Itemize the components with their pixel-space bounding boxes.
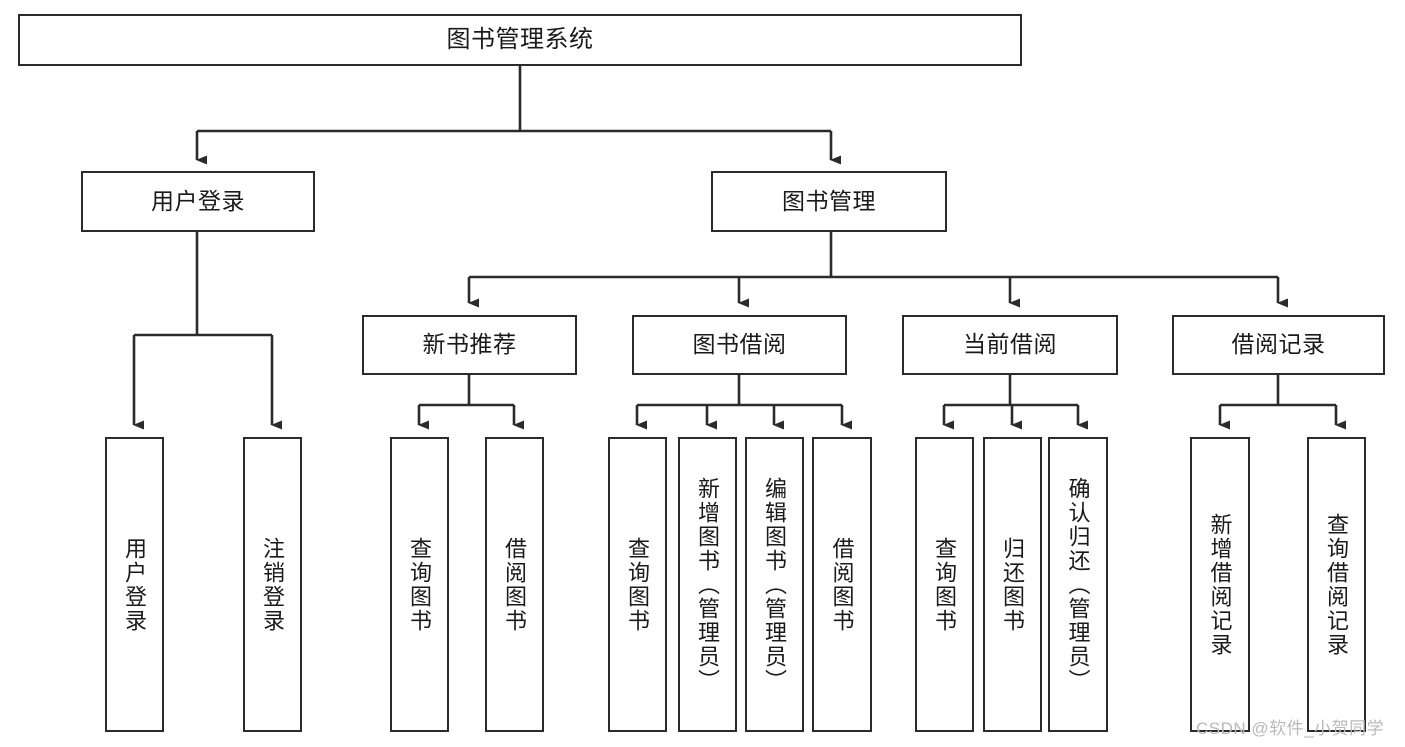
node-label: 新书推荐 [422,331,517,358]
node-book-borrow[interactable]: 图书借阅 [632,315,847,375]
node-label: 确认归还（管理员） [1065,476,1091,693]
node-label: 借阅记录 [1231,331,1326,358]
leaf-recommend-query-book[interactable]: 查询图书 [390,437,449,732]
node-label: 注销登录 [260,536,286,633]
leaf-user-login-signin[interactable]: 用户登录 [105,437,164,732]
leaf-user-login-signout[interactable]: 注销登录 [243,437,302,732]
node-label: 图书管理系统 [446,25,594,53]
node-label: 新增图书（管理员） [695,476,721,693]
node-current-borrow[interactable]: 当前借阅 [902,315,1118,375]
leaf-current-confirm-return-admin[interactable]: 确认归还（管理员） [1048,437,1108,732]
node-label: 查询图书 [407,536,433,633]
node-root-system[interactable]: 图书管理系统 [18,14,1022,66]
node-label: 当前借阅 [963,331,1057,358]
node-label: 借阅图书 [829,536,855,633]
node-label: 查询借阅记录 [1324,512,1350,657]
node-book-management[interactable]: 图书管理 [711,171,947,232]
node-label: 编辑图书（管理员） [762,476,788,693]
node-new-book-recommend[interactable]: 新书推荐 [362,315,577,375]
node-label: 用户登录 [151,187,245,214]
node-label: 图书管理 [782,187,876,214]
leaf-borrow-edit-book-admin[interactable]: 编辑图书（管理员） [745,437,804,732]
node-borrow-record[interactable]: 借阅记录 [1172,315,1385,375]
csdn-watermark: CSDN @软件_小贺同学 [1196,719,1385,738]
node-label: 借阅图书 [502,536,528,633]
node-label: 用户登录 [122,536,148,633]
leaf-recommend-borrow-book[interactable]: 借阅图书 [485,437,544,732]
node-label: 查询图书 [932,536,958,633]
leaf-current-return-book[interactable]: 归还图书 [983,437,1042,732]
node-user-login[interactable]: 用户登录 [81,171,315,232]
node-label: 新增借阅记录 [1207,512,1233,657]
leaf-borrow-query-book[interactable]: 查询图书 [608,437,667,732]
node-label: 查询图书 [625,536,651,633]
node-label: 图书借阅 [692,331,787,358]
leaf-record-query-borrow-record[interactable]: 查询借阅记录 [1307,437,1366,732]
leaf-record-add-borrow-record[interactable]: 新增借阅记录 [1190,437,1250,732]
leaf-borrow-borrow-book[interactable]: 借阅图书 [812,437,872,732]
leaf-borrow-add-book-admin[interactable]: 新增图书（管理员） [678,437,737,732]
node-label: 归还图书 [1000,536,1026,633]
leaf-current-query-book[interactable]: 查询图书 [915,437,974,732]
